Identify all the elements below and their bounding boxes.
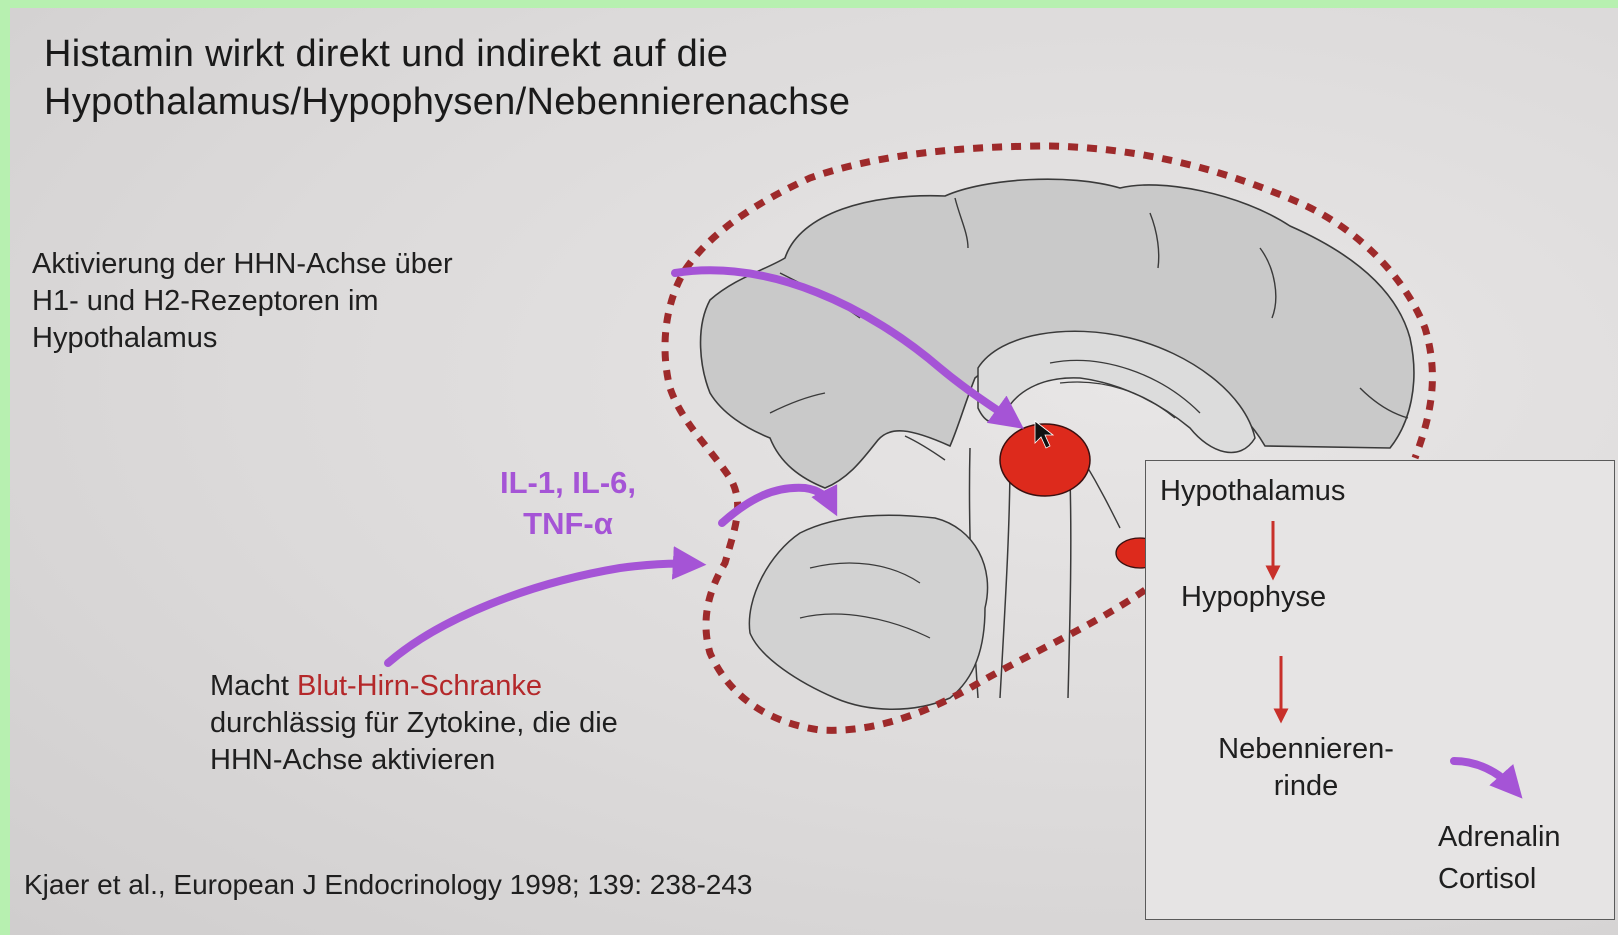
annotation-hypothalamus-line-3: Hypothalamus: [32, 320, 453, 357]
cytokines-line-2: TNF-α: [468, 503, 668, 544]
cytokines-line-1: IL-1, IL-6,: [468, 462, 668, 503]
annotation-barrier-line-3: HHN-Achse aktivieren: [210, 742, 618, 779]
annotation-barrier-prefix: Macht: [210, 670, 297, 702]
cytokines-label: IL-1, IL-6, TNF-α: [468, 462, 668, 544]
blood-brain-barrier-term: Blut-Hirn-Schranke: [297, 670, 542, 702]
annotation-barrier: Macht Blut-Hirn-Schranke durchlässig für…: [210, 668, 618, 779]
step-adrenal-cortex-line-2: rinde: [1176, 768, 1436, 805]
hormone-cortisol: Cortisol: [1438, 858, 1613, 900]
hpa-axis-box: Hypothalamus Hypophyse Nebennieren- rind…: [1145, 460, 1615, 920]
annotation-barrier-line-2: durchlässig für Zytokine, die die: [210, 705, 618, 742]
cerebellum: [749, 515, 987, 709]
step-adrenal-cortex: Nebennieren- rinde: [1176, 731, 1436, 805]
arrow-to-barrier: [388, 564, 693, 663]
citation: Kjaer et al., European J Endocrinology 1…: [24, 866, 753, 903]
step-hypothalamus: Hypothalamus: [1160, 475, 1345, 508]
hormone-adrenalin: Adrenalin: [1438, 816, 1613, 858]
arrow-adrenal-to-hormones: [1454, 761, 1514, 789]
step-hypophyse: Hypophyse: [1181, 581, 1326, 614]
annotation-hypothalamus-line-1: Aktivierung der HHN-Achse über: [32, 246, 453, 283]
arrow-cytokines-into-brain: [722, 488, 832, 523]
annotation-hypothalamus-line-2: H1- und H2-Rezeptoren im: [32, 283, 453, 320]
step-adrenal-cortex-line-1: Nebennieren-: [1176, 731, 1436, 768]
annotation-hypothalamus: Aktivierung der HHN-Achse über H1- und H…: [32, 246, 453, 357]
slide: Histamin wirkt direkt und indirekt auf d…: [10, 8, 1618, 935]
hormone-output: Adrenalin Cortisol: [1438, 816, 1613, 900]
